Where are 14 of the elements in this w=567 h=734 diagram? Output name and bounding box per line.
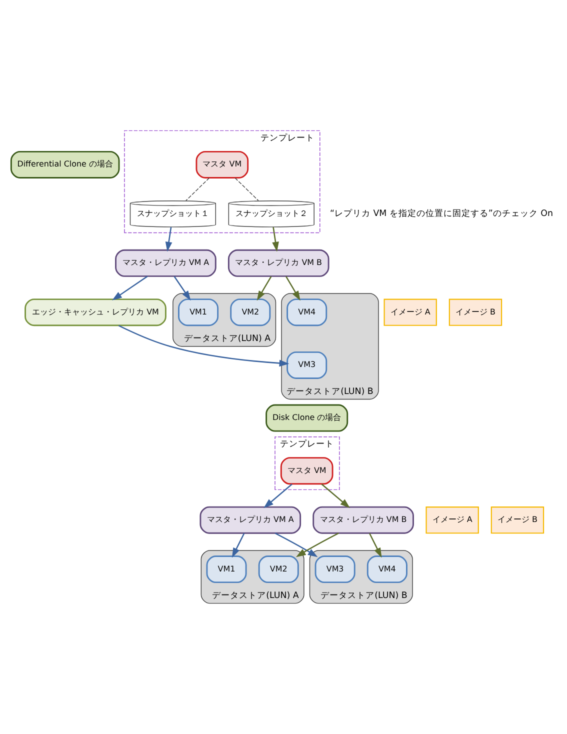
- arrow: [285, 276, 300, 301]
- arrow: [264, 484, 292, 508]
- arrow: [232, 533, 245, 558]
- arrow: [321, 484, 350, 508]
- label: “レプリカ VM を指定の位置に固定する”のチェック On: [330, 209, 553, 220]
- arrow: [272, 227, 279, 252]
- arrow: [165, 227, 172, 252]
- arrow: [368, 533, 382, 558]
- connector: [186, 178, 210, 201]
- arrow: [118, 324, 290, 367]
- arrow: [112, 276, 148, 300]
- arrow: [174, 276, 191, 301]
- connector: [234, 178, 259, 201]
- arrow: [256, 276, 272, 301]
